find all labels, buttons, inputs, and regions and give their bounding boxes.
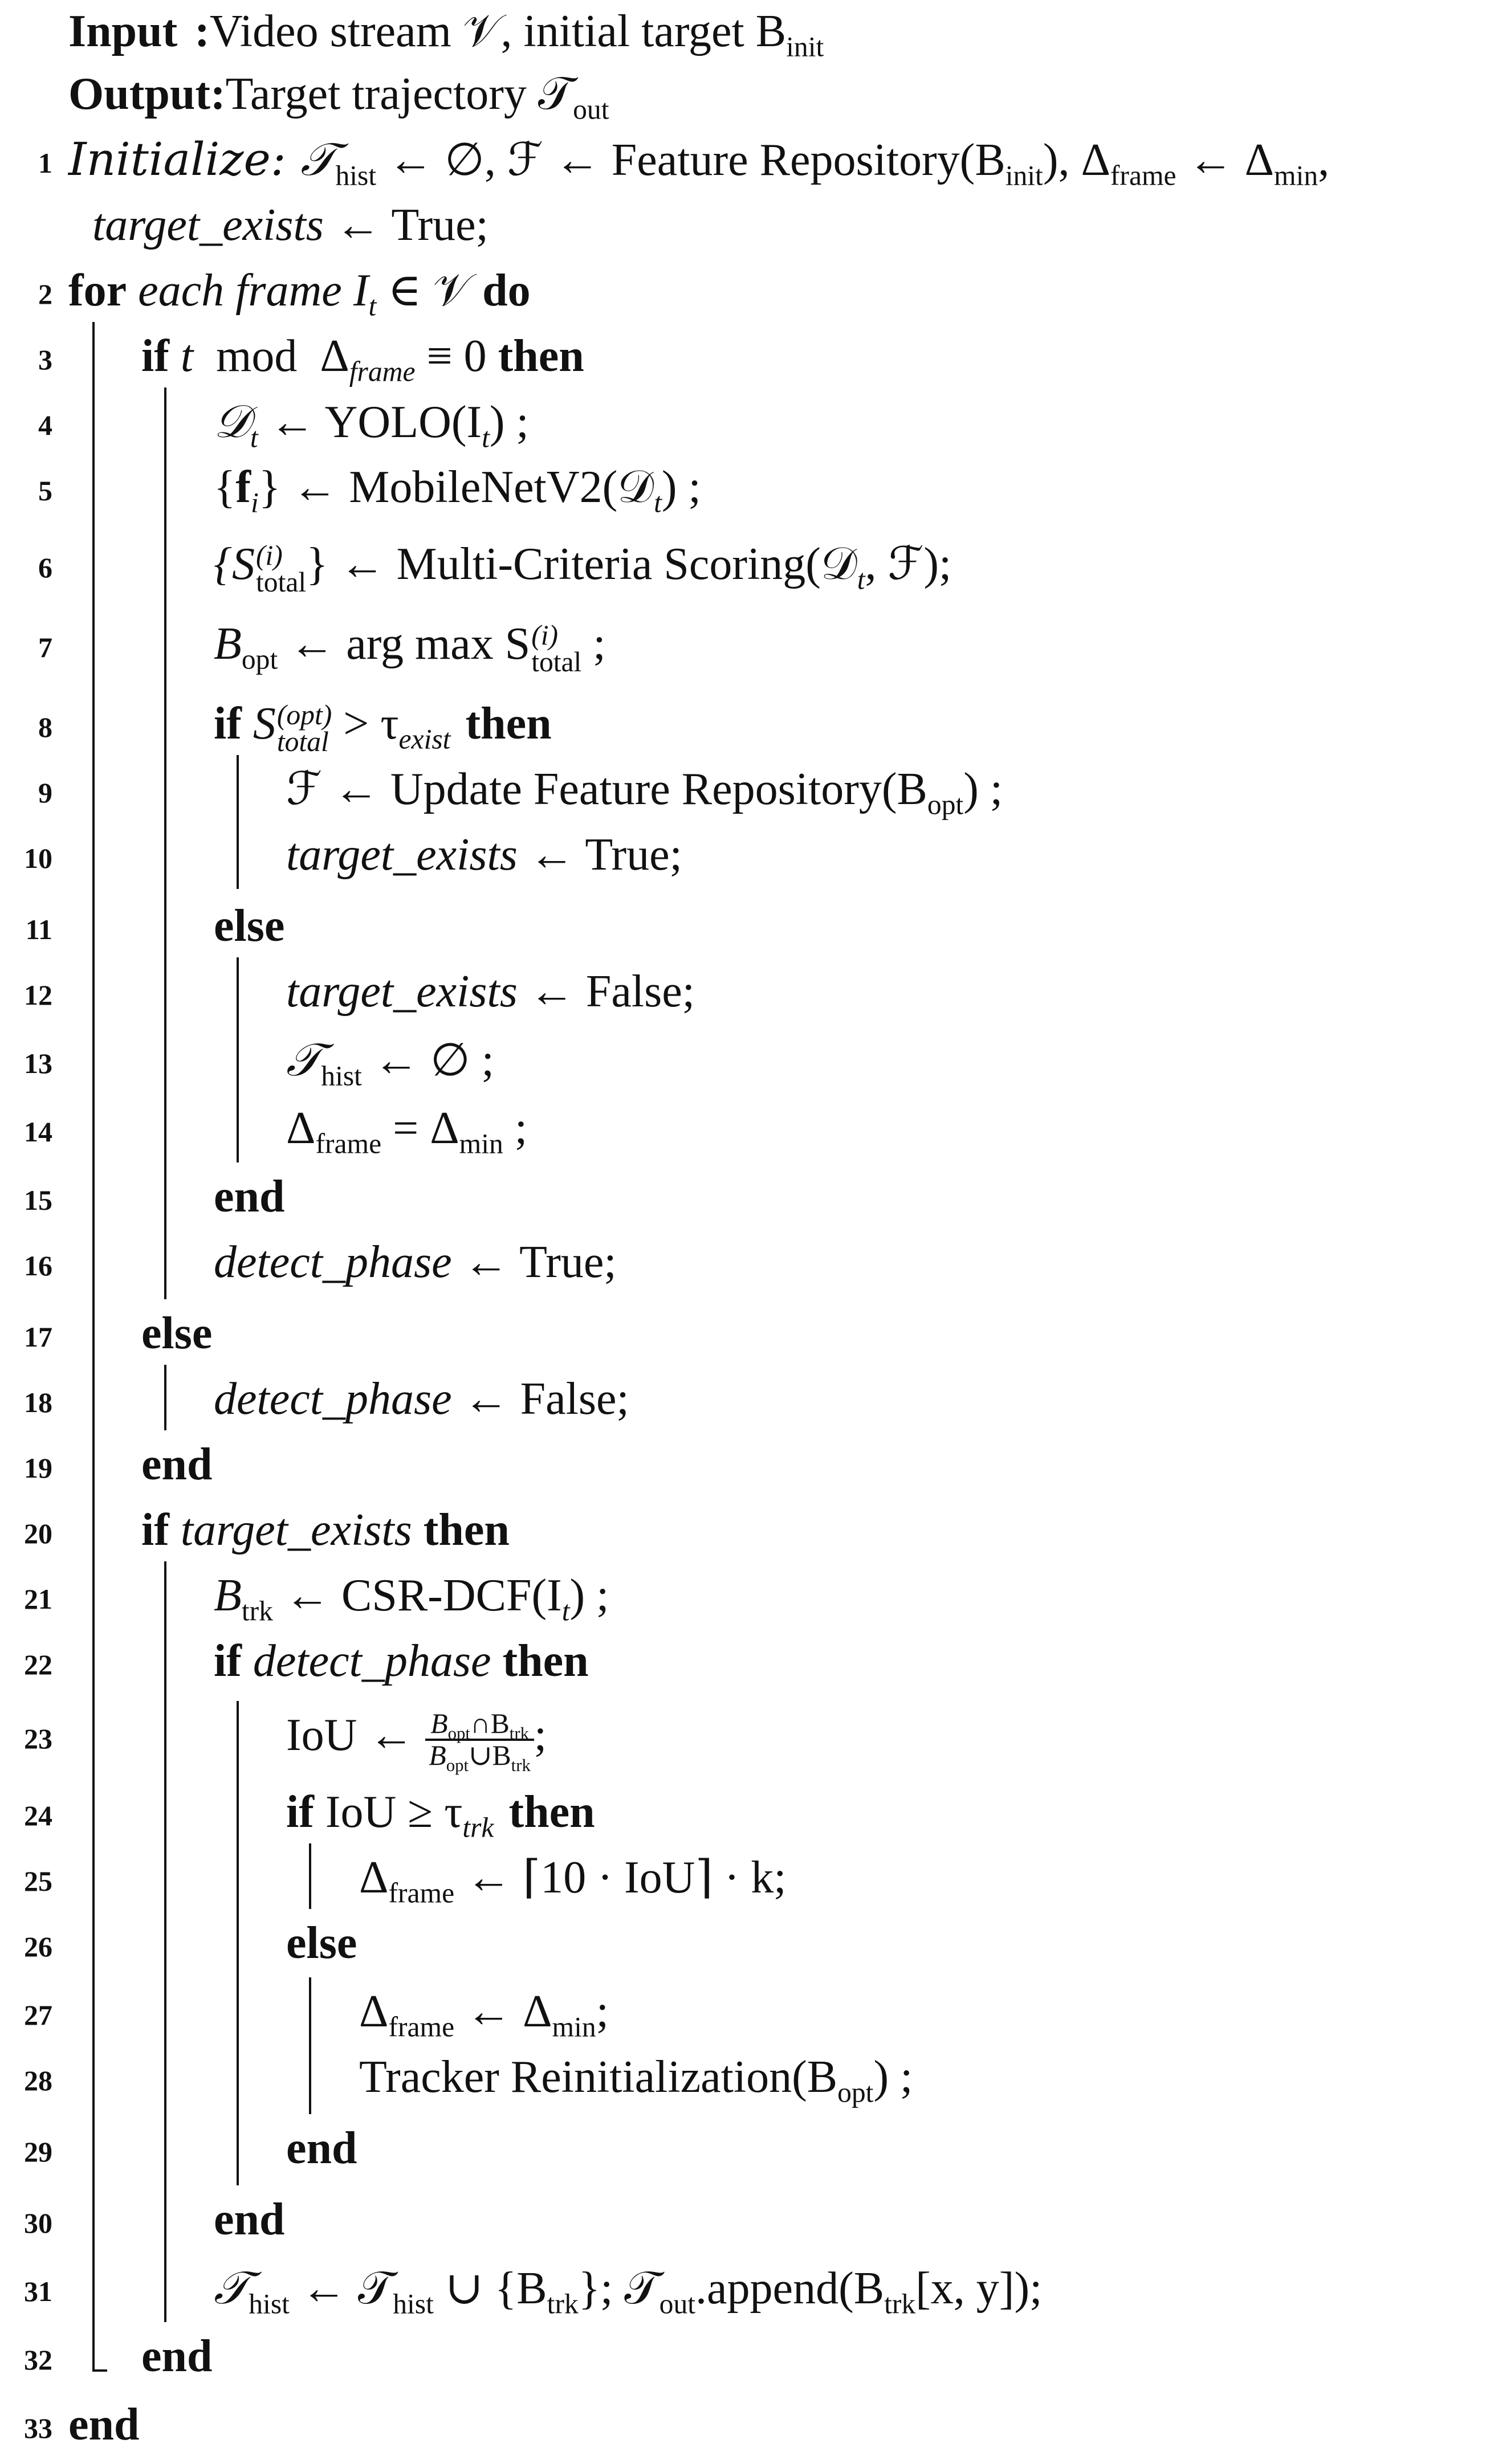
algo-line-32: 32 end	[24, 2331, 213, 2381]
scope-line-else-mod	[164, 1365, 166, 1430]
algo-line-1-cont: target_exists ← True;	[92, 200, 489, 250]
algo-line-14: 14 Δframe = Δmin ;	[24, 1103, 528, 1160]
scope-line-for	[92, 322, 95, 2371]
algo-line-12: 12 target_exists ← False;	[24, 966, 695, 1017]
algo-line-10: 10 target_exists ← True;	[24, 830, 682, 880]
output-label: Output	[68, 69, 210, 119]
algo-line-13: 13 𝒯hist ← ∅ ;	[24, 1033, 494, 1092]
algo-line-20: 20 if target_exists then	[24, 1505, 510, 1555]
algo-line-25: 25 Δframe ← ⌈10 · IoU⌉ · k;	[24, 1853, 787, 1909]
algo-line-11: 11 else	[25, 901, 285, 951]
output-text: Target trajectory 𝒯	[225, 69, 573, 119]
algo-line-17: 17 else	[24, 1308, 213, 1359]
scope-line-else-iou	[309, 1977, 311, 2114]
algo-line-29: 29 end	[24, 2123, 357, 2173]
algo-line-4: 4 𝒟t ← YOLO(It) ;	[38, 395, 529, 454]
algo-line-21: 21 Btrk ← CSR-DCF(It) ;	[24, 1570, 609, 1627]
output-line: Output:Target trajectory 𝒯out	[68, 69, 609, 125]
scope-line-if-iou	[309, 1843, 311, 1909]
algo-line-19: 19 end	[24, 1439, 213, 1490]
algo-line-15: 15 end	[24, 1172, 285, 1222]
algo-line-7: 7 Bopt ← arg max S(i)total ;	[38, 619, 606, 678]
scope-line-if-mod	[164, 387, 166, 1299]
algo-line-26: 26 else	[24, 1918, 357, 1968]
input-line: Input:Video stream 𝒱, initial target Bin…	[68, 6, 824, 63]
algo-line-31: 31 𝒯hist ← 𝒯hist ∪ {Btrk}; 𝒯out.append(B…	[24, 2261, 1043, 2320]
algo-line-16: 16 detect_phase ← True;	[24, 1237, 617, 1287]
algo-line-22: 22 if detect_phase then	[24, 1636, 589, 1686]
line-number: 1	[38, 147, 52, 179]
algo-line-9: 9 ℱ ← Update Feature Repository(Bopt) ;	[38, 764, 1003, 821]
scope-line-else-exist	[237, 957, 239, 1162]
algo-line-33: 33 end	[24, 2400, 140, 2450]
scope-tick-for	[92, 2369, 107, 2372]
input-label: Input	[68, 6, 178, 56]
input-text: Video stream 𝒱, initial target B	[209, 6, 787, 56]
scope-line-if-detect	[237, 1701, 239, 2185]
algo-line-30: 30 end	[24, 2194, 285, 2245]
algo-line-5: 5 {fi} ← MobileNetV2(𝒟t) ;	[38, 462, 701, 519]
algo-line-3: 3 if t mod Δframe ≡ 0 then	[38, 331, 584, 387]
algo-line-1: 1 Initialize: 𝒯hist ← ∅, ℱ ← Feature Rep…	[0, 128, 1498, 191]
scope-line-if-target	[164, 1561, 166, 2322]
algo-line-6: 6 {S(i)total} ← Multi-Criteria Scoring(𝒟…	[38, 539, 952, 598]
algo-line-18: 18 detect_phase ← False;	[24, 1374, 629, 1424]
algo-line-2: 2 for each frame It ∈ 𝒱 do	[38, 266, 531, 322]
algo-line-27: 27 Δframe ← Δmin;	[24, 1986, 609, 2043]
scope-line-if-exist	[237, 755, 239, 889]
algo-line-28: 28 Tracker Reinitialization(Bopt) ;	[24, 2052, 913, 2108]
